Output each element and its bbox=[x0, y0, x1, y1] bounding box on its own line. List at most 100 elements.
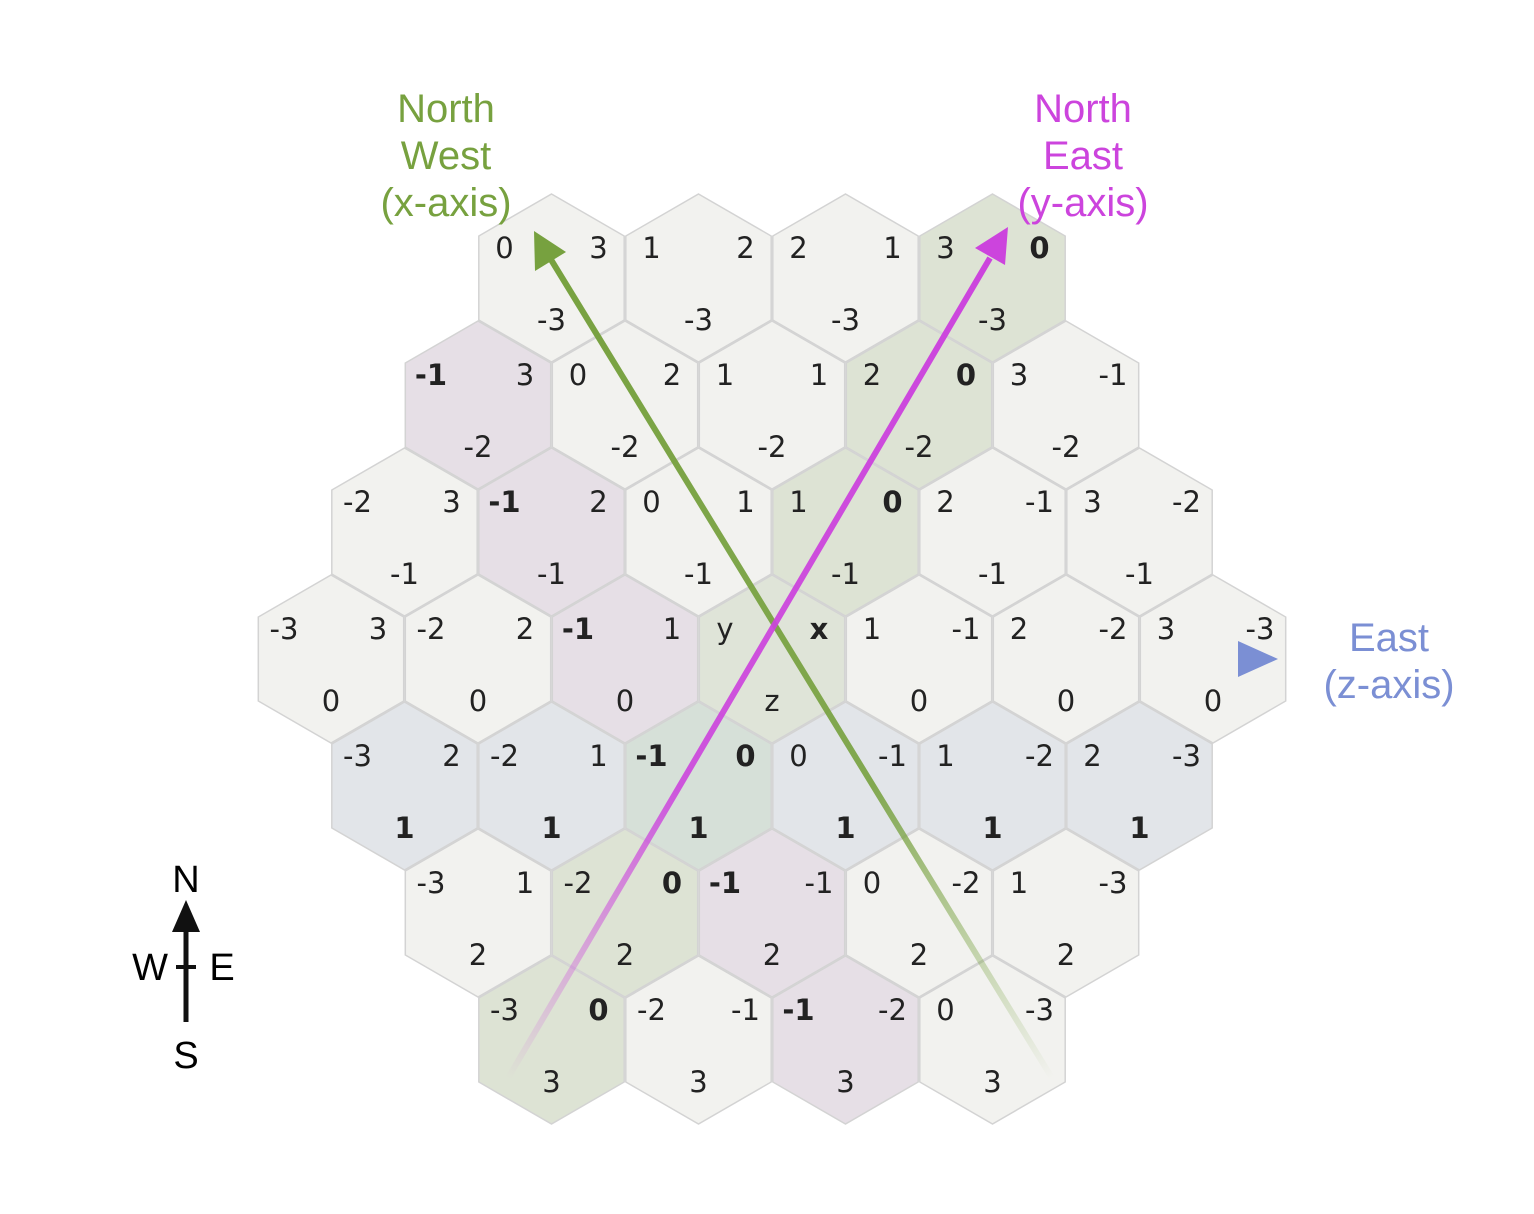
hex-y-coord: -1 bbox=[488, 485, 520, 519]
hex-x-coord: -1 bbox=[1099, 358, 1128, 392]
hex-z-coord: 3 bbox=[542, 1065, 560, 1099]
y-axis-label: North East (y-axis) bbox=[1017, 87, 1148, 225]
x-axis-label-line-3: (x-axis) bbox=[380, 181, 511, 225]
hex-y-coord: 0 bbox=[642, 485, 660, 519]
hex-z-coord: 0 bbox=[322, 684, 340, 718]
hex-y-coord: 1 bbox=[1010, 866, 1028, 900]
hex-y-coord: -1 bbox=[635, 739, 667, 773]
hex-y-coord: -2 bbox=[564, 866, 593, 900]
hex-tile-shape bbox=[625, 701, 772, 871]
hex-tile-shape bbox=[772, 955, 919, 1125]
hex-x-coord: -1 bbox=[1025, 485, 1054, 519]
hex-z-coord: -3 bbox=[684, 303, 713, 337]
hex-z-coord: 0 bbox=[1057, 684, 1075, 718]
hex-tile-shape bbox=[992, 828, 1140, 998]
hex-tile-shape bbox=[845, 320, 993, 490]
hex-x-coord: 2 bbox=[589, 485, 607, 519]
hex-x-coord: 2 bbox=[442, 739, 460, 773]
hex-y-coord: -2 bbox=[637, 993, 666, 1027]
hex-x-coord: 3 bbox=[516, 358, 534, 392]
hex-tile-shape bbox=[625, 447, 772, 617]
hex-x-coord: 2 bbox=[736, 231, 754, 265]
hex-tile: 1-21 bbox=[478, 701, 625, 871]
hex-z-coord: -1 bbox=[1125, 557, 1154, 591]
hex-tile: 01-1 bbox=[772, 447, 919, 617]
hex-z-coord: -2 bbox=[758, 430, 787, 464]
y-axis-label-line-1: North bbox=[1034, 87, 1132, 131]
hex-tile: -202 bbox=[845, 828, 993, 998]
hex-z-coord: 0 bbox=[910, 684, 928, 718]
hex-tile-shape bbox=[331, 701, 478, 871]
hex-z-coord: -1 bbox=[978, 557, 1007, 591]
hex-x-coord: -1 bbox=[952, 612, 981, 646]
y-axis-label-line-2: East bbox=[1043, 134, 1123, 178]
hex-x-coord: -2 bbox=[1025, 739, 1054, 773]
hex-tile-shape bbox=[772, 447, 919, 617]
hex-y-coord: -3 bbox=[490, 993, 519, 1027]
hex-x-coord: -2 bbox=[952, 866, 981, 900]
hex-z-coord: 3 bbox=[983, 1065, 1001, 1099]
hex-tile-shape bbox=[331, 447, 478, 617]
hex-tile-shape bbox=[478, 447, 625, 617]
hex-y-coord: 2 bbox=[1010, 612, 1028, 646]
x-axis-label: North West (x-axis) bbox=[380, 87, 511, 225]
hex-x-coord: 2 bbox=[516, 612, 534, 646]
hex-y-coord: -1 bbox=[415, 358, 447, 392]
hex-tile: -13-2 bbox=[992, 320, 1140, 490]
hex-y-coord: -3 bbox=[417, 866, 446, 900]
hex-x-coord: -3 bbox=[1025, 993, 1054, 1027]
hex-tile: -303 bbox=[919, 955, 1066, 1125]
y-axis-arrow-shaft bbox=[505, 256, 993, 1080]
hex-x-coord: 1 bbox=[736, 485, 754, 519]
origin-y-label: y bbox=[716, 612, 733, 646]
hex-tile: -3 1 2 bbox=[992, 828, 1140, 998]
hex-y-coord: -1 bbox=[782, 993, 814, 1027]
hex-y-coord: 1 bbox=[716, 358, 734, 392]
hex-tile: 1 0 -1 bbox=[625, 447, 772, 617]
hex-tile-shape bbox=[845, 828, 993, 998]
hex-tile: 0-22 bbox=[551, 828, 699, 998]
hex-tile-shape bbox=[478, 955, 625, 1125]
hex-z-coord: -1 bbox=[684, 557, 713, 591]
hex-x-coord: -3 bbox=[1099, 866, 1128, 900]
hex-tile: 3 -1 -2 bbox=[404, 320, 552, 490]
hex-tile-shape bbox=[992, 320, 1140, 490]
hex-y-coord: 2 bbox=[936, 485, 954, 519]
hex-tile: 0-33 bbox=[478, 955, 625, 1125]
hex-y-coord: -1 bbox=[709, 866, 741, 900]
hex-y-coord: 0 bbox=[495, 231, 513, 265]
hex-x-coord: 3 bbox=[442, 485, 460, 519]
hex-y-coord: 2 bbox=[1083, 739, 1101, 773]
hex-z-coord: 0 bbox=[616, 684, 634, 718]
hex-tile-shape bbox=[772, 193, 919, 363]
hex-tile-shape bbox=[625, 955, 772, 1125]
hex-z-coord: -2 bbox=[464, 430, 493, 464]
hex-z-coord: 2 bbox=[616, 938, 634, 972]
hex-z-coord: 2 bbox=[1057, 938, 1075, 972]
hex-tile: 0-11 bbox=[625, 701, 772, 871]
hex-y-coord: 1 bbox=[789, 485, 807, 519]
hex-tile: 12-3 bbox=[772, 193, 919, 363]
hex-y-coord: 3 bbox=[1010, 358, 1028, 392]
hex-x-coord: -3 bbox=[1246, 612, 1275, 646]
hex-y-coord: 1 bbox=[642, 231, 660, 265]
hex-tile-shape bbox=[1066, 447, 1213, 617]
y-axis-label-line-3: (y-axis) bbox=[1017, 181, 1148, 225]
hex-x-coord: 1 bbox=[589, 739, 607, 773]
hex-x-coord: -1 bbox=[805, 866, 834, 900]
hex-tile: 2-31 bbox=[331, 701, 478, 871]
hex-y-coord: 1 bbox=[936, 739, 954, 773]
hex-z-coord: 2 bbox=[469, 938, 487, 972]
hex-x-coord: 0 bbox=[1029, 231, 1049, 265]
compass-rose: N S W E bbox=[132, 859, 235, 1077]
x-axis-arrowhead bbox=[534, 231, 566, 271]
hex-tile: 3-2-1 bbox=[331, 447, 478, 617]
hex-z-coord: -1 bbox=[831, 557, 860, 591]
hex-z-coord: 3 bbox=[836, 1065, 854, 1099]
hex-tile: 1 1 -2 bbox=[698, 320, 846, 490]
hex-x-coord: -3 bbox=[1172, 739, 1201, 773]
hex-tile: -1-12 bbox=[698, 828, 846, 998]
hex-tile: -23-1 bbox=[1066, 447, 1213, 617]
hex-x-coord: 1 bbox=[810, 358, 828, 392]
